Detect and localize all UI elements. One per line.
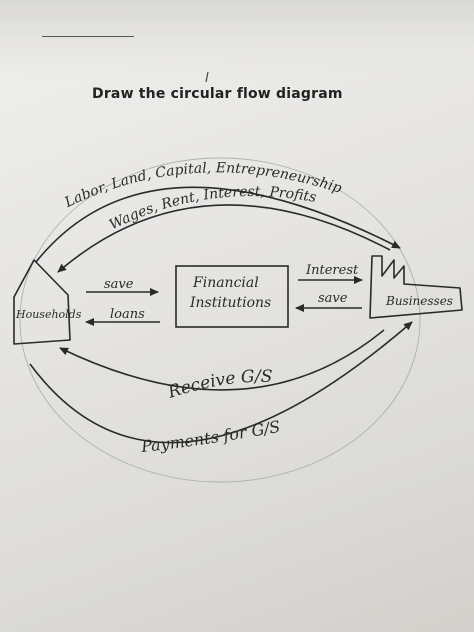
arrow-factors	[35, 186, 401, 263]
label-save-households: save	[104, 277, 134, 292]
label-interest: Interest	[305, 263, 359, 278]
pencil-tick	[205, 71, 209, 83]
financial-box	[175, 265, 289, 328]
arrow-incomes	[57, 204, 391, 273]
paper-shadow	[0, 0, 474, 80]
financial-institutions-node: Financial Institutions	[175, 265, 289, 328]
financial-label-line2: Institutions	[189, 295, 271, 311]
page-title: Draw the circular flow diagram	[92, 86, 343, 102]
financial-label-line1: Financial	[192, 275, 259, 291]
arrow-goods	[59, 329, 385, 391]
arrow-payments	[29, 321, 413, 444]
guide-circle	[19, 157, 421, 483]
label-goods: Receive G/S	[165, 367, 273, 403]
label-incomes: Wages, Rent, Interest, Profits	[107, 184, 318, 233]
top-rule-line	[42, 36, 134, 37]
house-icon	[13, 259, 71, 345]
factory-icon	[369, 255, 463, 319]
households-label: Households	[15, 308, 82, 321]
households-node: Households	[13, 259, 82, 345]
label-save-businesses: save	[318, 291, 348, 306]
businesses-label: Businesses	[385, 294, 453, 308]
label-loans: loans	[110, 307, 145, 322]
label-payments: Payments for G/S	[139, 417, 281, 456]
businesses-node: Businesses	[369, 255, 463, 319]
